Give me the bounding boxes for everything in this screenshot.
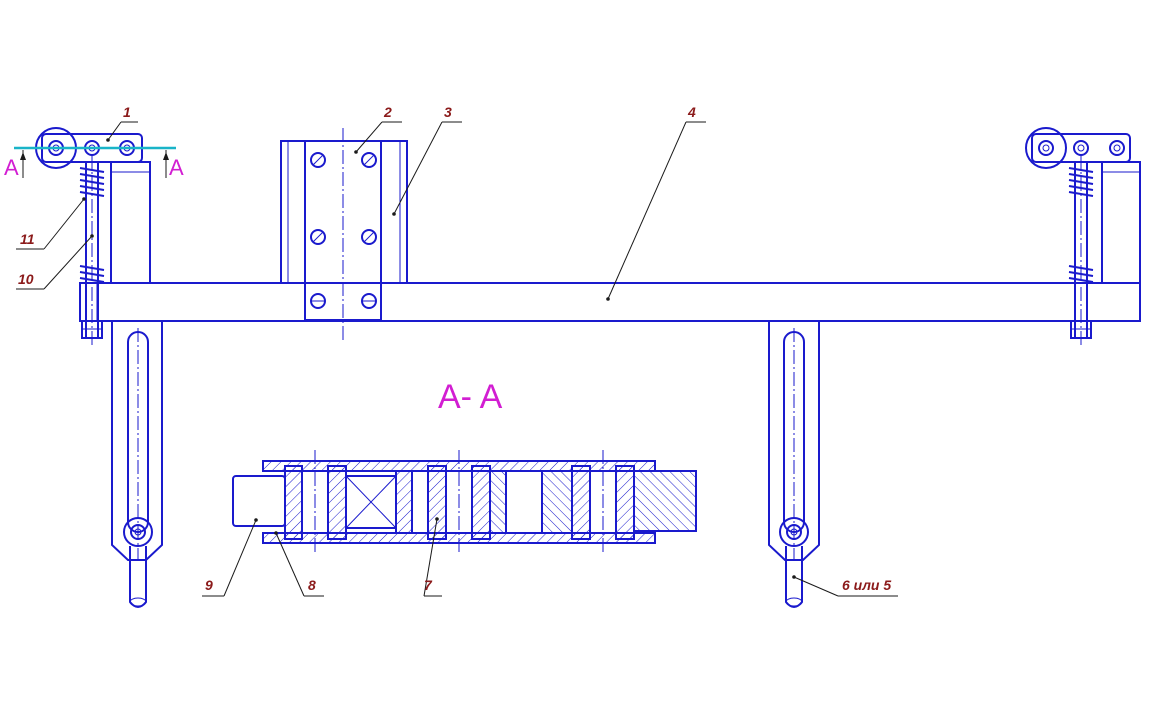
section-mark-left: A	[4, 155, 19, 180]
svg-text:10: 10	[18, 271, 34, 287]
callout-2: 2	[354, 104, 402, 154]
callout-1: 1	[106, 104, 138, 142]
section-title: A- A	[438, 378, 503, 416]
left-roller-assembly: A A	[4, 127, 184, 345]
section-view	[232, 450, 697, 552]
center-clamp	[280, 128, 408, 340]
svg-text:11: 11	[20, 231, 35, 247]
svg-text:8: 8	[308, 577, 316, 593]
clamp-screws	[310, 152, 377, 309]
callout-11: 11	[16, 197, 86, 250]
svg-text:6 или 5: 6 или 5	[842, 577, 891, 593]
section-mark-right: A	[169, 155, 184, 180]
callout-9: 9	[202, 518, 258, 597]
svg-text:7: 7	[424, 577, 433, 593]
left-lever	[111, 321, 163, 608]
svg-text:2: 2	[383, 104, 392, 120]
svg-text:4: 4	[687, 104, 696, 120]
callout-4: 4	[606, 104, 706, 301]
right-lever	[768, 321, 820, 608]
main-beam	[79, 282, 1141, 322]
callout-3: 3	[392, 104, 462, 216]
callout-6-5: 6 или 5	[792, 575, 898, 597]
svg-text:3: 3	[444, 104, 452, 120]
svg-text:9: 9	[205, 577, 213, 593]
svg-text:1: 1	[123, 104, 131, 120]
callout-8: 8	[274, 531, 324, 597]
callout-7: 7	[423, 517, 442, 597]
callout-10: 10	[16, 234, 94, 290]
right-roller-assembly	[1025, 127, 1141, 345]
